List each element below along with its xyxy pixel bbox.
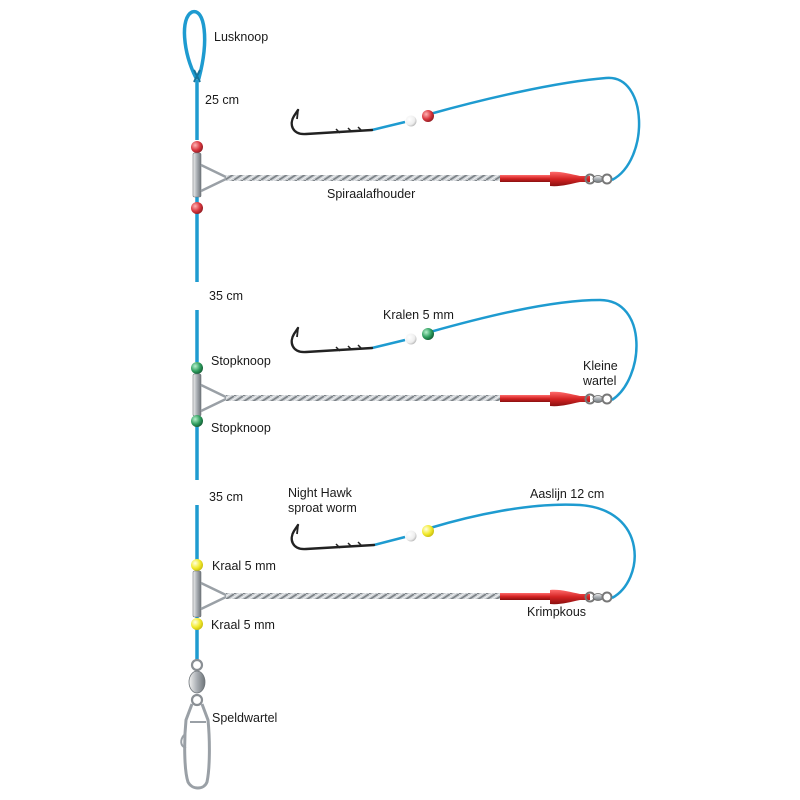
bead-green-top: [191, 362, 203, 374]
boom-sleeve: [192, 570, 202, 618]
bead-yellow-snood: [422, 525, 434, 537]
label-kralen: Kralen 5 mm: [383, 308, 454, 322]
snap-swivel: [180, 658, 211, 790]
label-krimpkous: Krimpkous: [527, 605, 587, 619]
loop-knot: [182, 10, 207, 80]
label-kleine-wartel: Kleine wartel: [583, 359, 618, 389]
label-aaslijn: Aaslijn 12 cm: [530, 487, 605, 501]
shrink-tube: [500, 593, 556, 600]
label-lusknoop: Lusknoop: [214, 30, 269, 44]
label-stopknoop-top: Stopknoop: [211, 354, 271, 368]
bead-yellow-bottom: [191, 618, 203, 630]
label-stopknoop-bottom: Stopknoop: [211, 421, 271, 435]
shrink-tube: [500, 395, 556, 402]
label-kraal-bottom: Kraal 5 mm: [211, 618, 275, 632]
label-kraal-top: Kraal 5 mm: [212, 559, 276, 573]
snood-line: [429, 298, 638, 402]
spiral-boom-wire: [226, 395, 504, 401]
spiral-boom-wire: [226, 175, 504, 181]
snap-clip: [183, 703, 211, 790]
boom-3: [191, 503, 636, 630]
snood-line: [429, 503, 636, 600]
bead-yellow-top: [191, 559, 203, 571]
snood-line: [429, 76, 641, 182]
hook: [290, 326, 374, 354]
boom-sleeve: [192, 152, 202, 198]
spiral-boom-wire: [226, 593, 504, 599]
label-kleine-wartel-line1: Kleine: [583, 359, 618, 373]
label-distance-35cm-2: 35 cm: [209, 490, 244, 504]
label-kleine-wartel-line2: wartel: [583, 374, 617, 388]
label-night-hawk-line2: sproat worm: [288, 501, 357, 515]
label-night-hawk: Night Hawk sproat worm: [288, 486, 357, 516]
boom-2: [191, 298, 638, 427]
bead-red-top: [191, 141, 203, 153]
boom-sleeve: [192, 373, 202, 417]
bead-red-bottom: [191, 202, 203, 214]
hook: [290, 108, 374, 136]
shrink-tube: [500, 175, 556, 182]
bead-green-bottom: [191, 415, 203, 427]
bead-green-snood: [422, 328, 434, 340]
hook: [290, 523, 376, 551]
label-speldwartel: Speldwartel: [212, 711, 278, 725]
bead-red-snood: [422, 110, 434, 122]
label-night-hawk-line1: Night Hawk: [288, 486, 352, 500]
label-distance-25cm: 25 cm: [205, 93, 240, 107]
boom-1: [191, 76, 641, 214]
label-spiraalafhouder: Spiraalafhouder: [327, 187, 416, 201]
bead-white-snood: [405, 115, 417, 127]
label-distance-35cm-1: 35 cm: [209, 289, 244, 303]
bead-white-snood: [405, 333, 417, 345]
bead-white-snood: [405, 530, 417, 542]
